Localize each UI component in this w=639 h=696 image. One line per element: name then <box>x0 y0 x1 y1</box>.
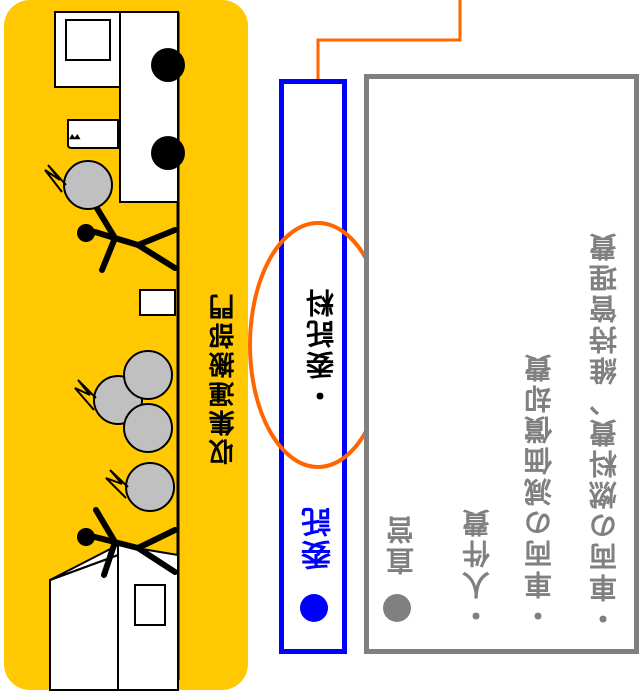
house-icon <box>49 543 179 691</box>
direct-heading: 直営 <box>385 513 418 575</box>
direct-bullet <box>383 594 411 622</box>
direct-box <box>364 74 639 654</box>
worker-icon-2 <box>77 507 178 578</box>
consignment-box <box>279 79 347 654</box>
garbage-bags-icon <box>74 289 176 512</box>
worker-icon <box>44 160 178 273</box>
svg-text:ꔪ: ꔪ <box>68 133 84 140</box>
direct-item-3: ・車両の燃料費、維持管理費 <box>588 230 621 633</box>
truck-icon: ꔪ <box>54 11 185 203</box>
direct-item-2: ・車両の減価償却費 <box>523 351 556 630</box>
consignment-bullet <box>300 594 328 622</box>
direct-item-1: ・人件費 <box>461 506 494 630</box>
